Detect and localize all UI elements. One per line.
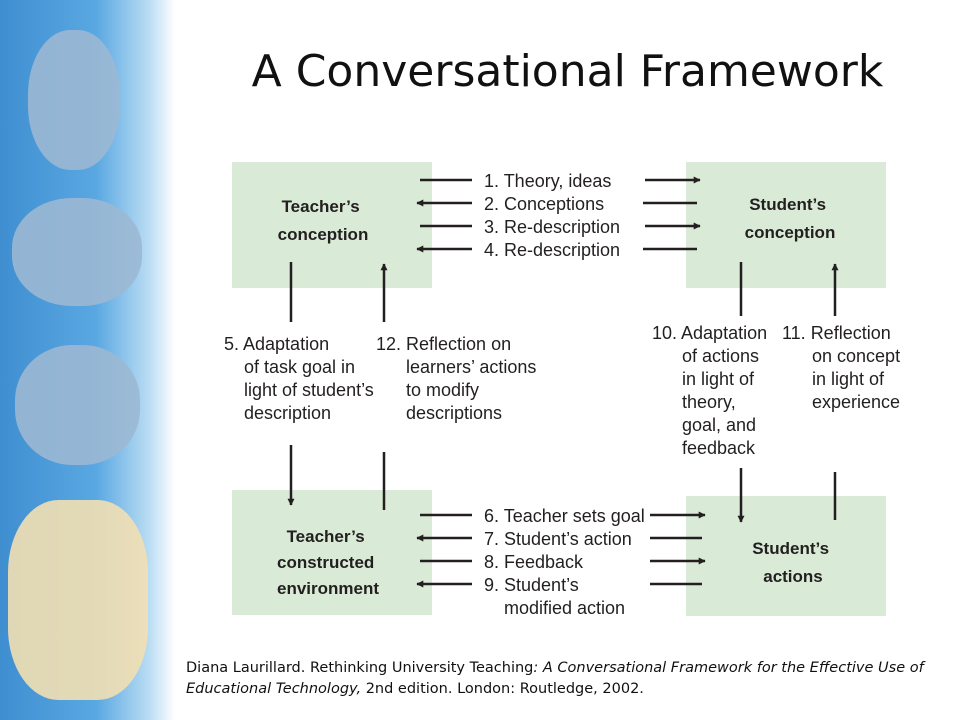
student-conception-box (686, 162, 886, 288)
people-group-icon (8, 500, 148, 700)
item-11-label: 11. Reflection on concept in light of ex… (782, 323, 905, 412)
citation-author: Diana Laurillard. Rethinking University … (186, 660, 534, 676)
citation-title: : A Conversational Framework for the Eff… (186, 660, 924, 697)
teacher-environment-box (232, 490, 432, 615)
page-title: A Conversational Framework (251, 46, 884, 97)
decorative-sidebar (0, 0, 175, 720)
bottom-item: 7. Student’s action (484, 529, 632, 549)
item-10-label: 10. Adaptation of actions in light of th… (652, 323, 772, 458)
bottom-item: 6. Teacher sets goal (484, 506, 645, 526)
student-at-desk-icon (15, 345, 140, 465)
bottom-item: 9. Student’s (484, 575, 579, 595)
student-actions-box (686, 496, 886, 616)
top-item: 1. Theory, ideas (484, 171, 611, 191)
student-actions-label: Student’s actions (752, 539, 834, 586)
item-12-label: 12. Reflection on learners’ actions to m… (376, 334, 541, 423)
bottom-item: modified action (504, 598, 625, 618)
student-conception-label: Student’s conception (745, 195, 836, 242)
teacher-conception-label: Teacher’s conception (278, 197, 369, 244)
item-5-label: 5. Adaptation of task goal in light of s… (224, 334, 379, 423)
top-item: 4. Re-description (484, 240, 620, 260)
scientist-icon (28, 30, 120, 170)
teacher-conception-box (232, 162, 432, 288)
teacher-environment-label: Teacher’s constructed environment (277, 527, 379, 598)
top-item: 3. Re-description (484, 217, 620, 237)
citation: Diana Laurillard. Rethinking University … (186, 658, 956, 700)
teacher-at-board-icon (12, 198, 142, 306)
citation-publisher: 2nd edition. London: Routledge, 2002. (361, 681, 644, 697)
bottom-item: 8. Feedback (484, 552, 584, 572)
top-item: 2. Conceptions (484, 194, 604, 214)
